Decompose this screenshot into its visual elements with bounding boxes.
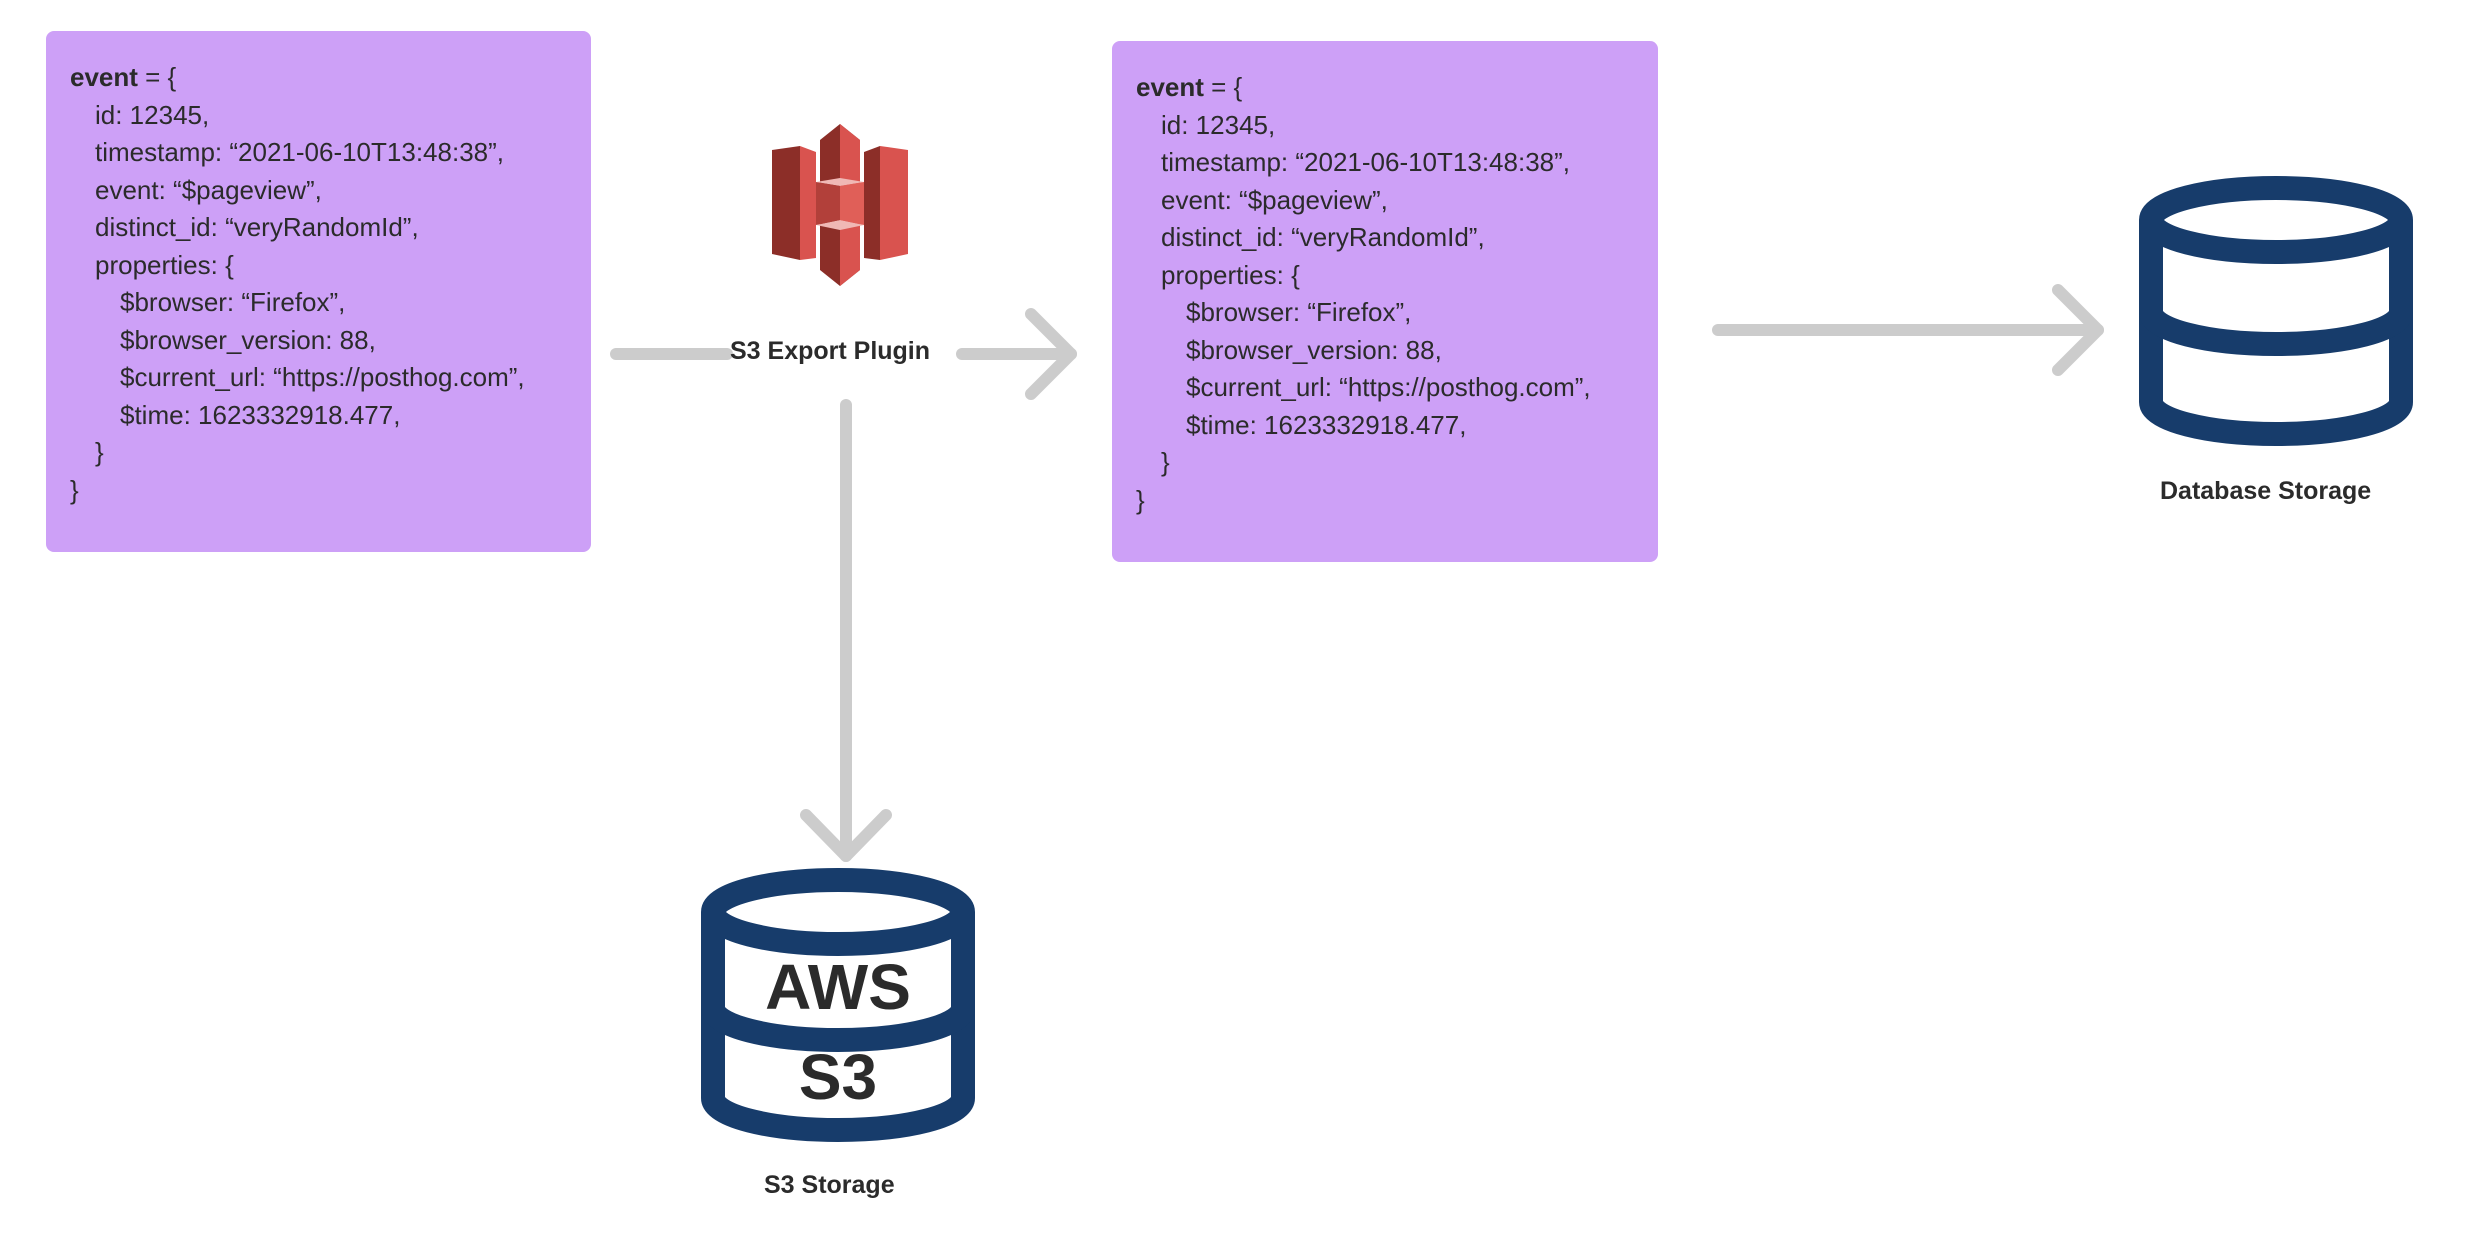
s3-text: S3: [798, 1041, 878, 1113]
arrow-db-head: [2052, 284, 2104, 376]
code-line: $time: 1623332918.477,: [120, 399, 401, 430]
code-line: properties: {: [95, 249, 234, 280]
aws-s3-bucket-icon: [772, 124, 908, 286]
database-storage-label: Database Storage: [2160, 477, 2372, 505]
aws-text: AWS: [765, 951, 911, 1023]
code-text: = {: [137, 62, 177, 92]
code-line: $time: 1623332918.477,: [1186, 409, 1467, 440]
arrow-down-head: [800, 809, 892, 862]
code-line: $current_url: “https://posthog.com”,: [120, 362, 525, 392]
code-line: id: 12345,: [95, 99, 210, 130]
code-line: event = {: [70, 59, 567, 97]
event-keyword: event: [70, 62, 138, 92]
code-text: = {: [1203, 72, 1243, 102]
code-line: $browser_version: 88,: [120, 324, 376, 355]
code-line: id: 12345,: [1161, 109, 1276, 140]
code-line: $browser: “Firefox”,: [120, 287, 346, 317]
code-line: distinct_id: “veryRandomId”,: [1161, 222, 1485, 252]
code-line: }: [70, 474, 79, 505]
code-line: $browser: “Firefox”,: [1186, 297, 1412, 327]
event-keyword: event: [1136, 72, 1204, 102]
code-line: event = {: [1136, 69, 1634, 107]
code-line: }: [95, 437, 104, 467]
database-icon: [2139, 176, 2413, 446]
event-json-box-output: event = { id: 12345, timestamp: “2021-06…: [1112, 41, 1658, 562]
code-line: timestamp: “2021-06-10T13:48:38”,: [95, 137, 504, 167]
arrow-right-head: [1025, 308, 1077, 400]
code-line: $current_url: “https://posthog.com”,: [1186, 372, 1591, 402]
code-line: timestamp: “2021-06-10T13:48:38”,: [1161, 147, 1570, 177]
code-line: event: “$pageview”,: [95, 174, 322, 205]
s3-storage-label: S3 Storage: [764, 1171, 895, 1199]
plugin-label: S3 Export Plugin: [730, 337, 931, 365]
code-line: distinct_id: “veryRandomId”,: [95, 212, 419, 242]
event-json-box-input: event = { id: 12345, timestamp: “2021-06…: [46, 31, 591, 552]
code-line: properties: {: [1161, 259, 1300, 290]
aws-s3-database-icon: [701, 868, 975, 1142]
code-line: }: [1136, 484, 1145, 515]
code-line: }: [1161, 447, 1170, 477]
code-line: event: “$pageview”,: [1161, 184, 1388, 215]
code-line: $browser_version: 88,: [1186, 334, 1442, 365]
